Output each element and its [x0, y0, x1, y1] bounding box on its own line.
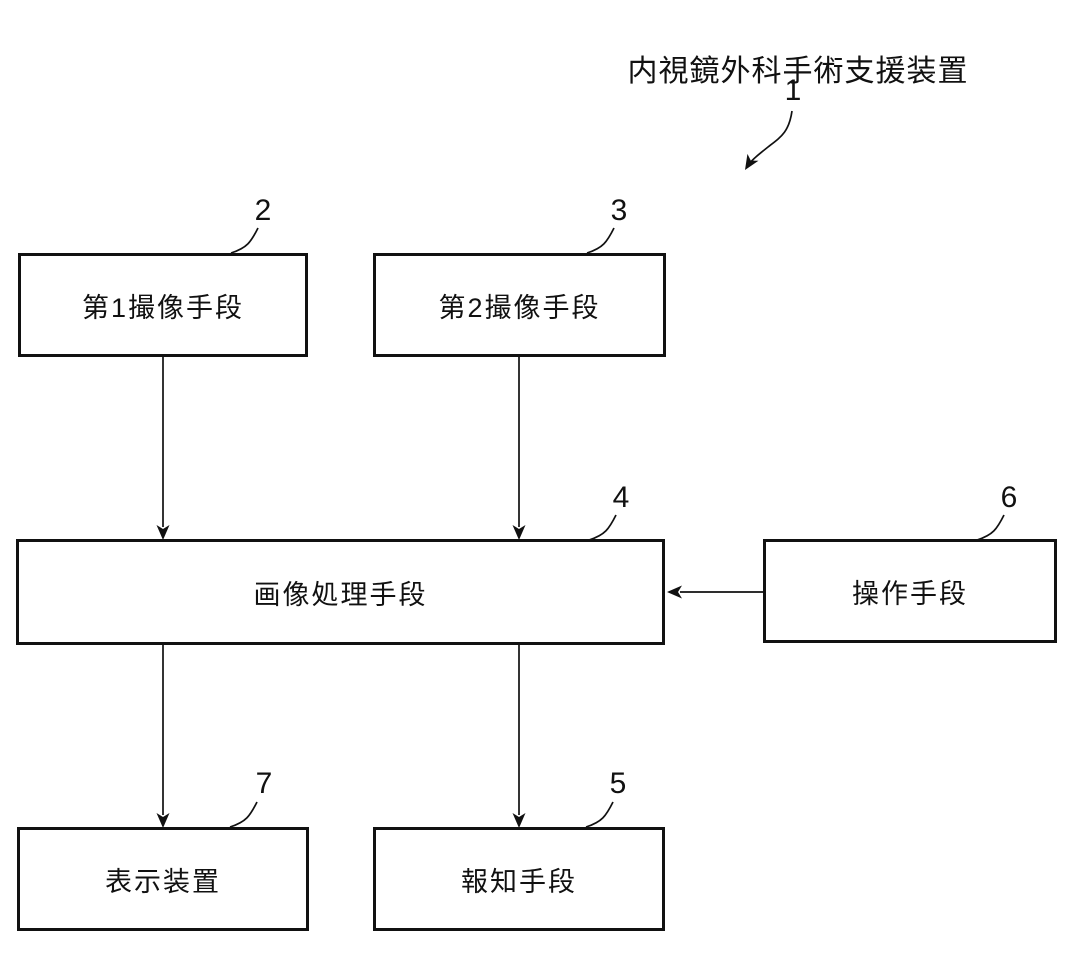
ref-label-5: 5	[609, 767, 627, 800]
box-image-processing-label: 画像処理手段	[253, 579, 428, 610]
box-notification: 報知手段	[373, 827, 665, 931]
arrowhead-operation-into-processing	[667, 585, 682, 599]
arrowhead-into-display	[156, 813, 170, 828]
ref-label-6: 6	[1000, 481, 1018, 514]
leader-ref-1-curve	[748, 110, 793, 165]
box-first-imaging-label: 第1撮像手段	[81, 292, 245, 323]
arrowhead-ref-1	[745, 153, 759, 170]
leader-ref-3	[586, 227, 615, 254]
ref-label-7: 7	[255, 767, 273, 800]
box-second-imaging: 第2撮像手段	[373, 253, 666, 357]
leader-ref-7	[229, 801, 258, 828]
box-first-imaging: 第1撮像手段	[18, 253, 308, 357]
ref-label-4: 4	[612, 481, 630, 514]
arrowhead-into-notification	[512, 813, 526, 828]
box-second-imaging-label: 第2撮像手段	[438, 292, 601, 323]
arrowhead-into-processing-left	[156, 525, 170, 540]
box-image-processing: 画像処理手段	[16, 539, 665, 645]
ref-label-3: 3	[610, 194, 628, 227]
box-notification-label: 報知手段	[461, 866, 577, 897]
leader-ref-5	[585, 801, 614, 828]
ref-label-1: 1	[784, 74, 802, 107]
leader-ref-2	[230, 227, 259, 254]
box-display: 表示装置	[17, 827, 309, 931]
leader-ref-4	[588, 514, 617, 541]
ref-label-2: 2	[254, 194, 272, 227]
box-display-label: 表示装置	[105, 866, 221, 897]
box-operation: 操作手段	[763, 539, 1057, 643]
box-operation-label: 操作手段	[852, 578, 968, 609]
diagram-title: 内視鏡外科手術支援装置	[627, 55, 969, 88]
leader-ref-6	[976, 514, 1005, 541]
arrowhead-into-processing-right	[512, 525, 526, 540]
